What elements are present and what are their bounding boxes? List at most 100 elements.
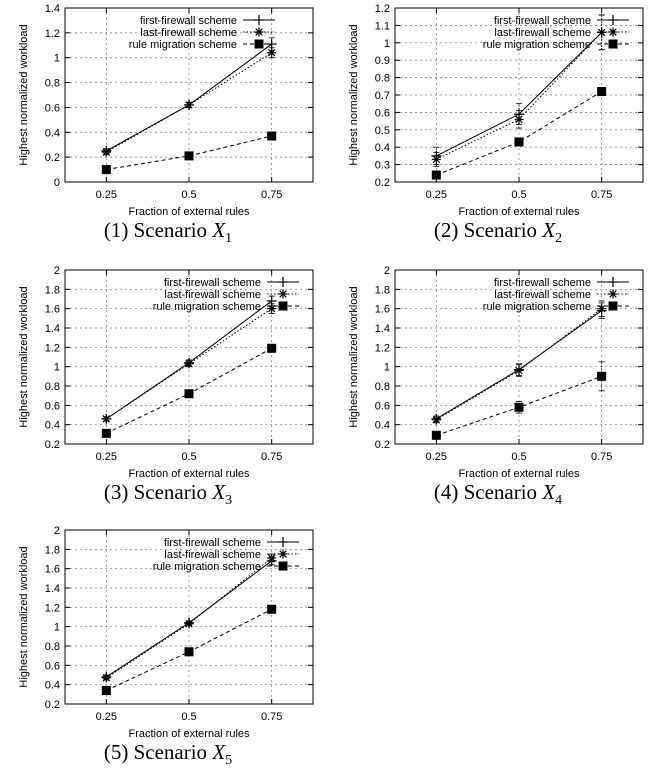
star-marker: [102, 674, 111, 682]
legend-label: rule migration scheme: [483, 39, 591, 51]
y-axis-label: Highest normalized workload: [18, 286, 30, 427]
square-marker: [597, 87, 607, 97]
legend-label: last-firewall scheme: [140, 27, 237, 39]
series-rule-migration-scheme: [101, 604, 277, 695]
y-tick-label: 0.2: [45, 439, 60, 451]
square-marker: [597, 371, 607, 381]
y-tick-label: 1: [384, 362, 390, 374]
x-tick-label: 0.25: [96, 711, 117, 723]
star-marker: [432, 155, 441, 164]
star-marker: [279, 550, 287, 558]
y-tick-label: 0.4: [45, 680, 60, 692]
y-axis-label: Highest normalized workload: [348, 24, 360, 165]
series-line: [106, 135, 272, 171]
series-last-firewall-scheme: [431, 300, 607, 425]
x-tick-label: 0.25: [96, 189, 117, 201]
legend-label: last-firewall scheme: [164, 289, 261, 301]
y-tick-label: 1.8: [375, 284, 390, 296]
y-axis-label: Highest normalized workload: [18, 24, 30, 165]
y-tick-label: 0.6: [375, 400, 390, 412]
series-line: [436, 308, 602, 421]
y-tick-label: 0.2: [375, 177, 390, 189]
x-tick-label: 0.5: [511, 451, 526, 463]
caption-variable: X: [212, 218, 226, 242]
x-axis-label: Fraction of external rules: [128, 728, 250, 740]
x-tick-label: 0.75: [591, 189, 612, 201]
y-tick-label: 0.7: [375, 90, 390, 102]
square-marker: [267, 131, 277, 141]
star-marker: [185, 620, 193, 628]
star-marker: [515, 115, 523, 124]
x-tick-label: 0.5: [181, 451, 196, 463]
y-tick-label: 1.1: [375, 20, 390, 32]
caption-prefix: (2) Scenario: [433, 218, 538, 242]
y-tick-label: 1: [54, 53, 60, 65]
series-last-firewall-scheme: [101, 47, 277, 157]
square-marker: [278, 561, 288, 571]
y-tick-label: 0.9: [375, 55, 390, 67]
legend-label: rule migration scheme: [129, 39, 237, 51]
star-marker: [102, 148, 111, 156]
x-tick-label: 0.5: [181, 189, 196, 201]
y-tick-label: 2: [54, 265, 60, 277]
y-tick-label: 1.2: [45, 28, 60, 40]
y-tick-label: 1.4: [45, 583, 60, 595]
square-marker: [101, 685, 111, 695]
x-tick-label: 0.5: [181, 711, 196, 723]
y-tick-label: 0.2: [375, 439, 390, 451]
y-tick-label: 1.4: [45, 3, 60, 15]
x-axis-label: Fraction of external rules: [458, 468, 580, 480]
square-marker: [184, 389, 194, 399]
x-tick-label: 0.75: [591, 451, 612, 463]
caption-subscript: 1: [225, 231, 233, 247]
star-marker: [185, 360, 193, 368]
square-marker: [101, 428, 111, 438]
series-rule-migration-scheme: [431, 87, 607, 180]
square-marker: [184, 647, 194, 657]
legend-label: last-firewall scheme: [494, 27, 591, 39]
series-rule-migration-scheme: [101, 343, 277, 438]
y-tick-label: 0.5: [375, 125, 390, 137]
x-tick-label: 0.75: [261, 189, 282, 201]
caption: (1) Scenario X1: [8, 218, 328, 247]
y-tick-label: 1.2: [45, 342, 60, 354]
y-tick-label: 0.8: [45, 78, 60, 90]
square-marker: [608, 39, 618, 49]
caption-variable: X: [542, 480, 556, 504]
x-axis-label: Fraction of external rules: [458, 206, 580, 218]
star-marker: [255, 28, 263, 36]
square-marker: [278, 301, 288, 311]
caption-variable: X: [542, 218, 556, 242]
plot-frame: [64, 7, 314, 183]
y-tick-label: 1.8: [45, 544, 60, 556]
caption: (2) Scenario X2: [338, 218, 658, 247]
y-tick-label: 0.4: [375, 420, 390, 432]
y-tick-label: 0.6: [45, 400, 60, 412]
caption-variable: X: [212, 480, 226, 504]
star-marker: [515, 366, 523, 375]
caption-prefix: (4) Scenario: [433, 480, 538, 504]
y-tick-label: 1.2: [45, 602, 60, 614]
caption-prefix: (5) Scenario: [103, 740, 208, 764]
series-last-firewall-scheme: [101, 303, 277, 424]
y-tick-label: 0.2: [45, 152, 60, 164]
star-marker: [432, 416, 441, 424]
x-tick-label: 0.75: [261, 451, 282, 463]
y-tick-label: 1.6: [375, 304, 390, 316]
star-marker: [267, 304, 276, 313]
caption-subscript: 5: [225, 753, 233, 769]
star-marker: [185, 101, 193, 109]
y-axis-label: Highest normalized workload: [18, 546, 30, 687]
